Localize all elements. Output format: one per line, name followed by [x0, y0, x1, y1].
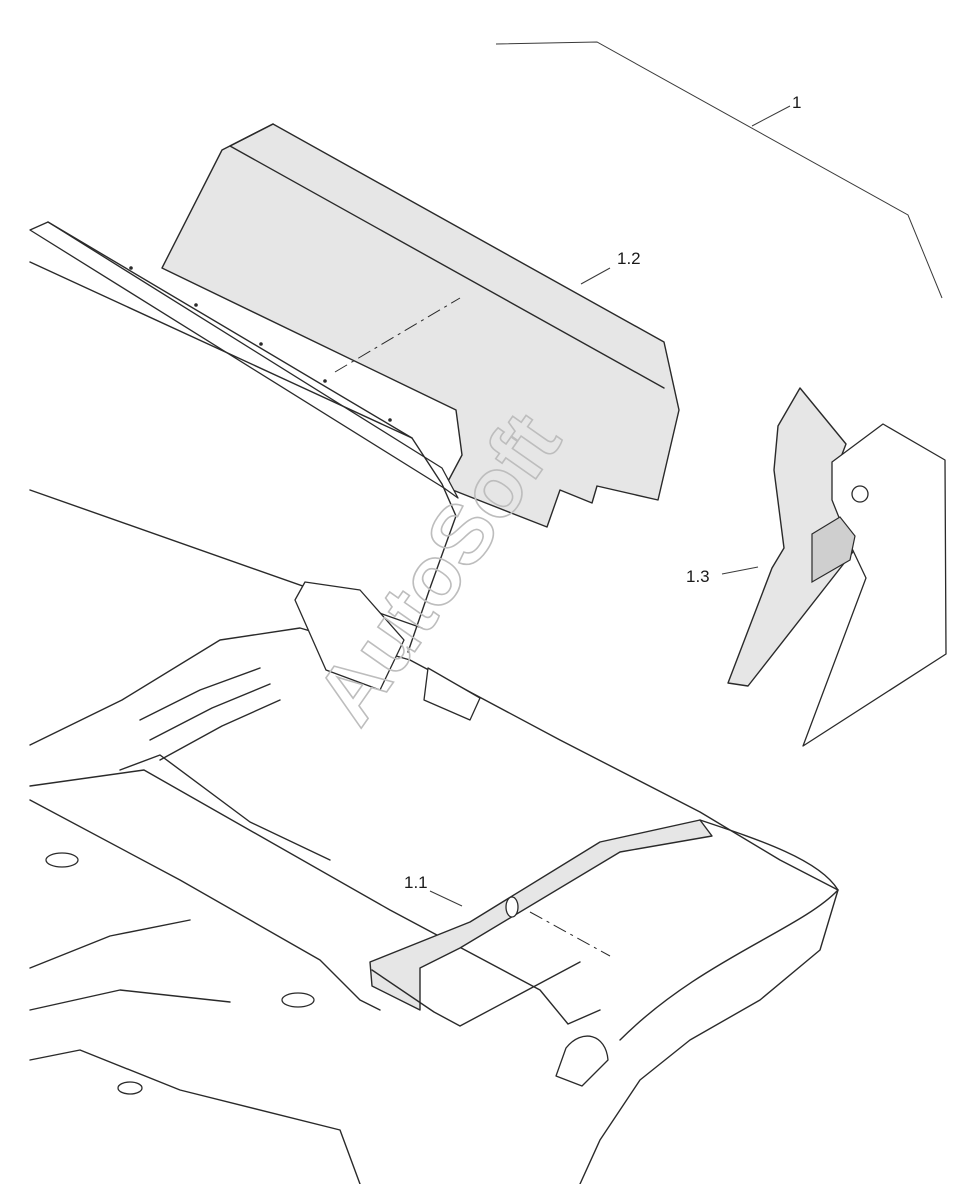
cab-floor-structure: [29, 581, 839, 1184]
upper-panel-part: [161, 123, 680, 528]
callout-rear-panel: 1.1: [404, 873, 428, 892]
frame-rail: [29, 221, 459, 653]
callout-side-panel: 1.3: [686, 567, 710, 586]
side-panel-part: [721, 387, 947, 747]
assembly-bracket: [495, 41, 943, 299]
callout-assembly: 1: [792, 93, 801, 112]
rear-panel-part: [369, 819, 713, 1027]
fender-structure: [555, 819, 839, 1087]
callout-upper-panel: 1.2: [617, 249, 641, 268]
